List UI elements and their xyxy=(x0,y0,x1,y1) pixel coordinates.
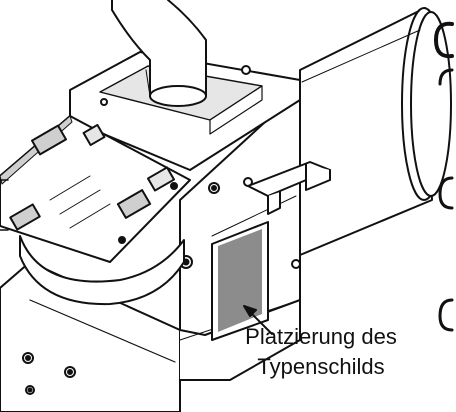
circuit-board xyxy=(0,115,191,263)
screw-icon xyxy=(241,65,251,75)
screw-icon xyxy=(100,98,108,106)
connector-icon xyxy=(9,203,41,231)
connector-icon xyxy=(31,124,67,156)
vertical-pipe xyxy=(111,0,207,107)
cylinder-tube xyxy=(299,7,452,256)
connector-icon xyxy=(82,123,106,147)
caption-line-2: Typenschilds xyxy=(257,354,385,379)
leader-marks xyxy=(0,179,9,231)
pointer-arrow xyxy=(243,305,273,335)
caption-line-1: Platzierung des xyxy=(245,324,397,349)
screw-icon xyxy=(291,259,301,269)
edge-letters xyxy=(434,21,454,332)
connector-icon xyxy=(146,166,176,192)
connector-icon xyxy=(116,189,152,219)
blower-cover xyxy=(19,235,185,306)
mounting-bracket xyxy=(247,161,331,215)
nameplate-caption: Platzierung des Typenschilds xyxy=(216,322,426,382)
